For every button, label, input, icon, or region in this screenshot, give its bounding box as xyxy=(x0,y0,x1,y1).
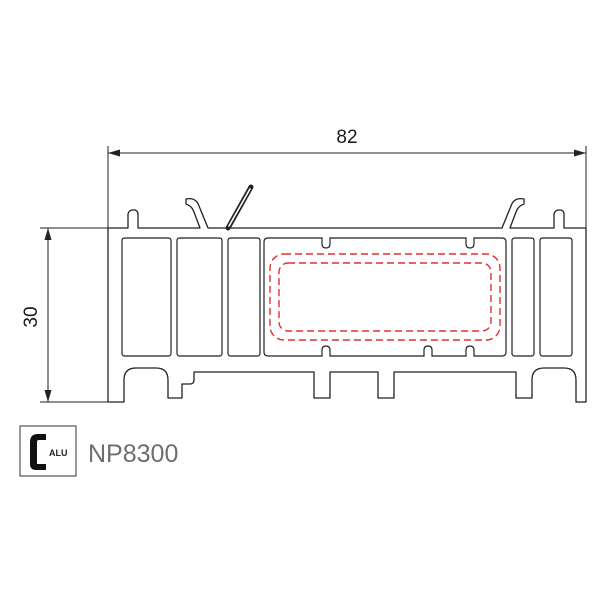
reinforcement xyxy=(269,253,501,341)
chamber-1 xyxy=(121,237,172,357)
alu-profile-icon xyxy=(30,434,46,470)
badge-label: ALU xyxy=(49,448,68,458)
gasket-wedge-inner xyxy=(228,188,251,227)
width-dimension xyxy=(107,146,587,228)
chamber-main xyxy=(263,237,507,357)
chambers xyxy=(121,237,573,357)
chamber-2 xyxy=(176,237,223,357)
reinforcement-outer xyxy=(269,253,501,341)
chamber-6 xyxy=(539,237,573,357)
badge-frame xyxy=(19,425,77,477)
width-arrow-right xyxy=(574,149,586,157)
height-label: 30 xyxy=(21,306,42,327)
height-arrow-top xyxy=(44,228,52,240)
height-dimension xyxy=(40,227,108,403)
width-label: 82 xyxy=(336,127,357,148)
chamber-3 xyxy=(227,237,261,357)
profile-outer-contour xyxy=(107,198,587,403)
width-arrow-left xyxy=(108,149,120,157)
profile-code: NP8300 xyxy=(88,440,178,468)
material-badge: ALU xyxy=(19,425,77,477)
chamber-5 xyxy=(511,237,535,357)
reinforcement-inner xyxy=(278,262,492,332)
height-arrow-bottom xyxy=(44,390,52,402)
